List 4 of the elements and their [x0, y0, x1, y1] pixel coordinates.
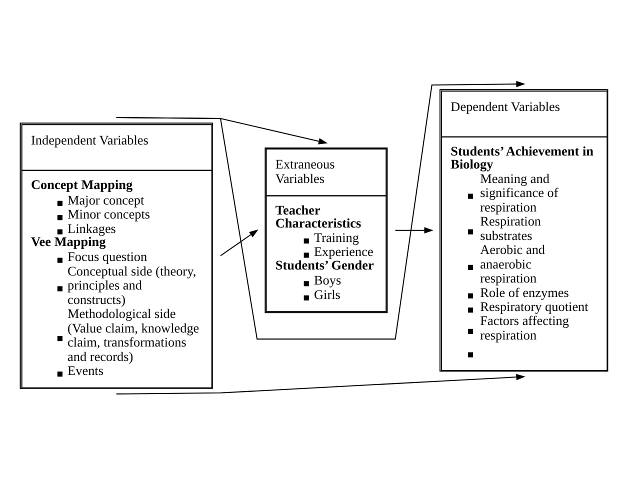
arrow: [116, 80, 526, 340]
arrow: [116, 373, 526, 394]
arrow: [220, 228, 258, 256]
arrow: [395, 226, 434, 234]
